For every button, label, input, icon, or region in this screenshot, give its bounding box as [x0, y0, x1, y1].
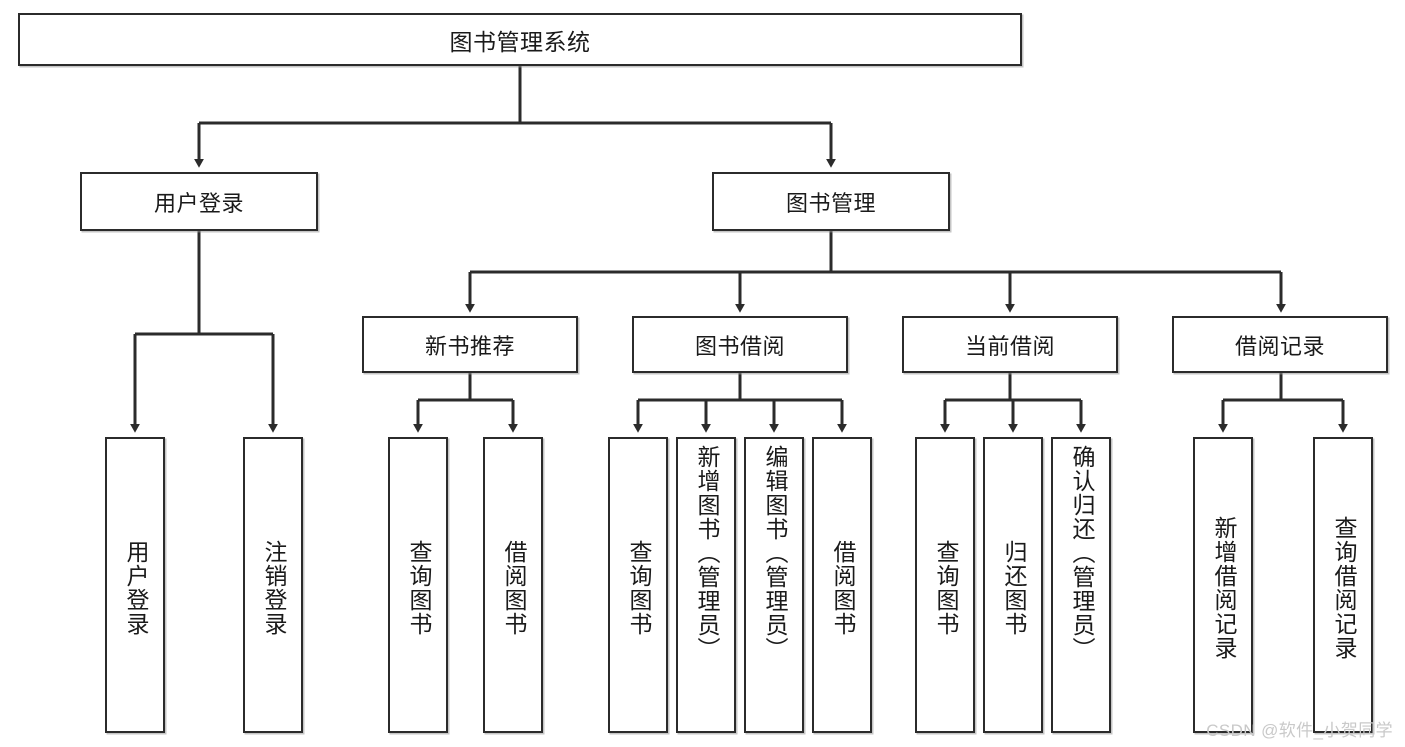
- leaf-user-login-login[interactable]: 用户登录: [105, 437, 165, 733]
- leaf-book-borrow-add[interactable]: 新增图书（管理员）: [676, 437, 736, 733]
- leaf-current-borrow-query[interactable]: 查询图书: [915, 437, 975, 733]
- node-book-borrow[interactable]: 图书借阅: [632, 316, 848, 373]
- node-label: 借阅图书: [829, 540, 856, 636]
- node-borrow-record[interactable]: 借阅记录: [1172, 316, 1388, 373]
- node-book-management[interactable]: 图书管理: [712, 172, 950, 231]
- node-label: 图书管理: [785, 190, 876, 216]
- node-label: 查询借阅记录: [1330, 516, 1357, 660]
- leaf-book-borrow-borrow[interactable]: 借阅图书: [812, 437, 872, 733]
- node-label: 编辑图书（管理员）: [761, 445, 788, 661]
- node-label: 查询图书: [932, 540, 959, 636]
- node-user-login[interactable]: 用户登录: [80, 172, 318, 231]
- node-label: 归还图书: [1000, 540, 1027, 636]
- node-label: 新书推荐: [424, 333, 515, 359]
- node-label: 查询图书: [405, 540, 432, 636]
- node-label: 确认归还（管理员）: [1068, 445, 1095, 661]
- leaf-book-borrow-query[interactable]: 查询图书: [608, 437, 668, 733]
- node-label: 借阅图书: [500, 540, 527, 636]
- node-label: 新增图书（管理员）: [693, 445, 720, 661]
- node-new-book-recommend[interactable]: 新书推荐: [362, 316, 578, 373]
- leaf-book-borrow-edit[interactable]: 编辑图书（管理员）: [744, 437, 804, 733]
- node-label: 图书借阅: [694, 333, 785, 359]
- node-label: 用户登录: [153, 190, 244, 216]
- node-label: 借阅记录: [1234, 333, 1325, 359]
- leaf-borrow-record-query[interactable]: 查询借阅记录: [1313, 437, 1373, 733]
- node-label: 当前借阅: [964, 333, 1055, 359]
- node-root-system[interactable]: 图书管理系统: [18, 13, 1022, 66]
- leaf-new-book-query[interactable]: 查询图书: [388, 437, 448, 733]
- node-label: 新增借阅记录: [1210, 516, 1237, 660]
- node-label: 图书管理系统: [449, 28, 591, 55]
- node-label: 用户登录: [122, 540, 149, 636]
- leaf-new-book-borrow[interactable]: 借阅图书: [483, 437, 543, 733]
- node-current-borrow[interactable]: 当前借阅: [902, 316, 1118, 373]
- node-label: 查询图书: [625, 540, 652, 636]
- leaf-borrow-record-add[interactable]: 新增借阅记录: [1193, 437, 1253, 733]
- node-label: 注销登录: [260, 540, 287, 636]
- leaf-current-borrow-return[interactable]: 归还图书: [983, 437, 1043, 733]
- leaf-current-borrow-confirm[interactable]: 确认归还（管理员）: [1051, 437, 1111, 733]
- leaf-user-login-logout[interactable]: 注销登录: [243, 437, 303, 733]
